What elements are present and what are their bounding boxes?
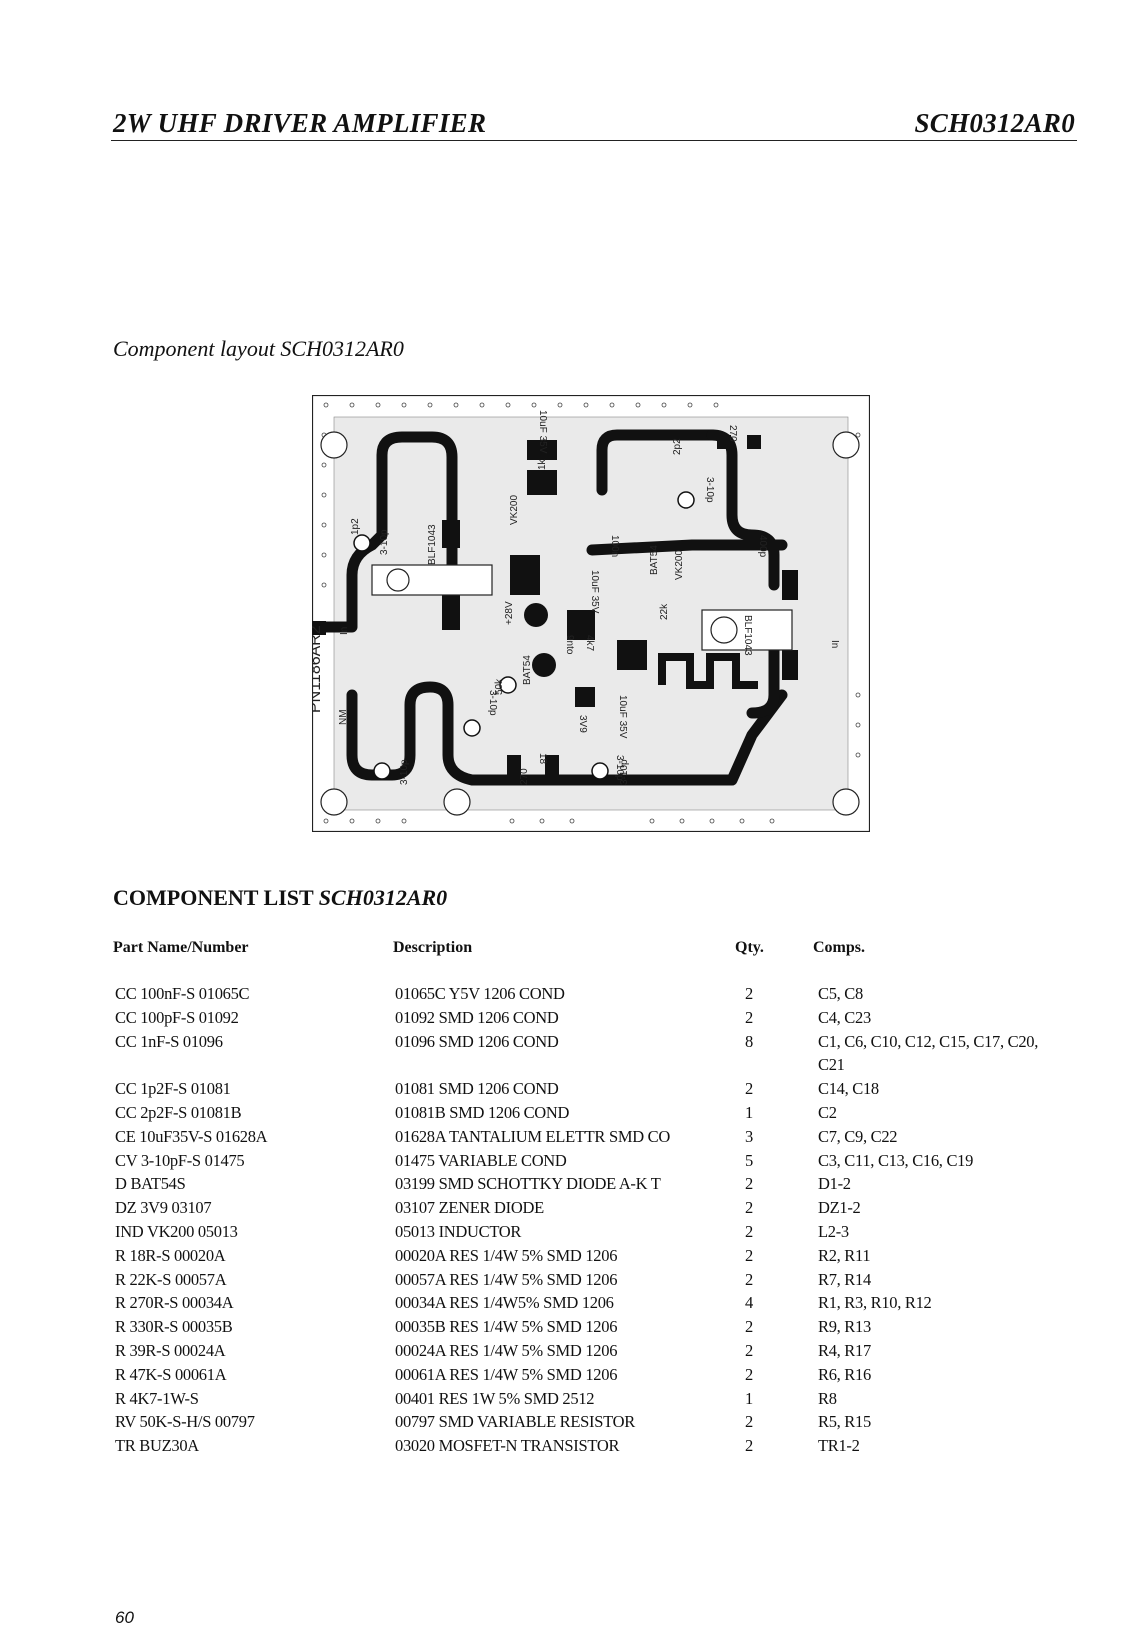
document-code: SCH0312AR0	[914, 108, 1075, 138]
column-header-part: Part Name/Number	[113, 939, 249, 956]
label-3-10p-c: 3-10p	[487, 690, 498, 716]
table-row: C21	[818, 1055, 845, 1075]
label-22k: 22k	[659, 603, 670, 620]
label-input-left: In	[339, 627, 350, 635]
label-vk200-2: VK200	[674, 550, 685, 580]
component-pads	[312, 435, 798, 775]
column-header-qty: Qty.	[735, 939, 764, 956]
label-270: 270	[519, 768, 530, 785]
label-3-10p-d: 3-10p	[614, 755, 625, 781]
label-400p: 400p	[757, 535, 768, 558]
trimmer-capacitors	[353, 491, 695, 780]
label-blf-right: BLF1043	[742, 615, 753, 656]
label-100n: 100n	[609, 535, 620, 557]
label-2p2: 2p2	[672, 438, 683, 455]
label-10uf-2: 10uF 35V	[589, 570, 600, 614]
label-4k7: 4k7	[584, 635, 595, 652]
label-10uf-3: 10uF 35V	[617, 695, 628, 739]
feedthrough-opto	[532, 653, 556, 677]
label-1p2: 1p2	[350, 518, 361, 535]
pcb-layout-drawing: PN1186AR2 In 330 In VK200 VK200 +28V 9nt…	[312, 395, 870, 832]
layout-caption: Component layout SCH0312AR0	[113, 336, 404, 361]
label-blf-left: BLF1043	[427, 524, 438, 565]
label-18: 18	[537, 753, 548, 765]
mounting-holes	[320, 431, 860, 816]
label-opto: 9nto	[564, 635, 575, 655]
board-part-number: PN1186AR2	[312, 625, 324, 713]
label-3-10p-e: 3-10p	[704, 477, 715, 503]
label-28v: +28V	[504, 601, 515, 625]
matching-stubs	[658, 653, 758, 689]
header-rule	[111, 140, 1077, 141]
column-header-description: Description	[393, 939, 473, 956]
column-header-comps: Comps.	[813, 939, 866, 956]
label-3-10p-a: 3-10p	[379, 529, 390, 555]
via-holes	[321, 402, 861, 824]
label-270b: 270	[727, 425, 738, 442]
label-nm: NM	[338, 709, 349, 725]
label-1k: 1k	[537, 458, 548, 470]
label-vk200: VK200	[509, 495, 520, 525]
feedthrough-28v	[524, 603, 548, 627]
label-3v9: 3V9	[577, 715, 588, 733]
label-3-10p-b: 3-10p	[399, 759, 410, 785]
label-50k: 50k	[494, 678, 505, 695]
label-input-right: In	[829, 640, 840, 648]
component-list-title: COMPONENT LIST SCH0312AR0	[113, 885, 448, 910]
page-number: 60	[115, 1608, 134, 1627]
label-3-10p-f: 3-10p	[619, 759, 630, 785]
document-title: 2W UHF DRIVER AMPLIFIER	[113, 108, 487, 138]
transistor-outlines	[371, 564, 793, 651]
rf-traces	[312, 429, 788, 786]
label-bat54: BAT54	[522, 655, 533, 685]
label-10uf-1: 10uF 35V	[537, 410, 548, 454]
label-bat54-2: BAT54	[649, 545, 660, 575]
